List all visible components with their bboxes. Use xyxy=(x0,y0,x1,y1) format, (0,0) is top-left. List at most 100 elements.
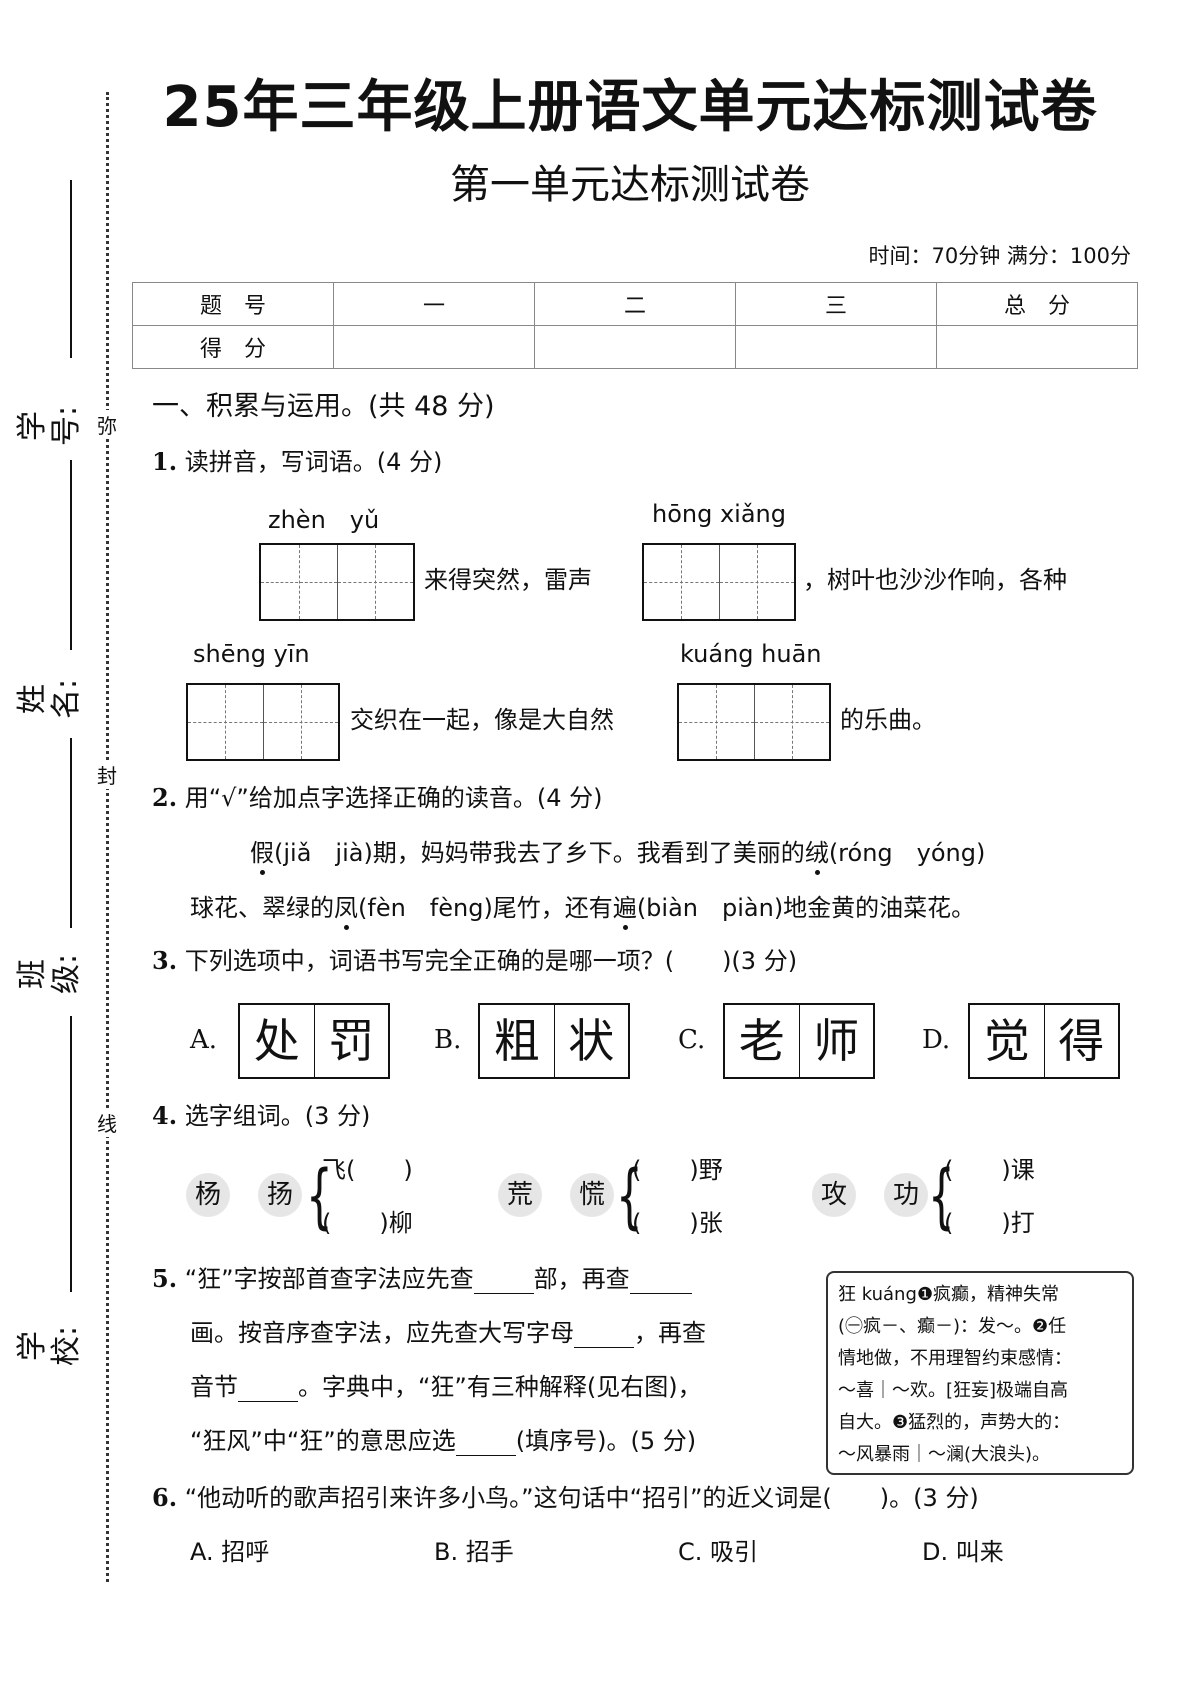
char-circle: 杨 xyxy=(186,1173,230,1217)
option-char: 得 xyxy=(1058,1014,1105,1068)
page-subtitle: 第一单元达标测试卷 xyxy=(450,162,810,208)
writing-grid[interactable] xyxy=(186,683,340,761)
q1-text: 来得突然，雷声 xyxy=(424,566,592,594)
school-line xyxy=(70,1016,72,1292)
dotted-char: 假 xyxy=(250,839,274,875)
answer-blank[interactable] xyxy=(574,1323,634,1348)
pinyin-label: hōng xiǎng xyxy=(652,500,786,528)
question-1-prompt: 1. 读拼音，写词语。(4 分) xyxy=(152,447,442,477)
q6-option-a[interactable]: A. 招呼 xyxy=(190,1538,270,1566)
writing-grid[interactable] xyxy=(677,683,831,761)
option-label: D. xyxy=(922,1025,951,1055)
dict-line: (㊀疯－、癫－)：发～。❷任 xyxy=(838,1316,1067,1337)
word-blank[interactable]: ( )张 xyxy=(632,1209,723,1237)
answer-blank[interactable] xyxy=(238,1377,298,1402)
section-heading: 一、积累与运用。(共 48 分) xyxy=(152,391,495,422)
question-text: 选字组词。(3 分) xyxy=(184,1102,371,1130)
word-blank[interactable]: ( )课 xyxy=(944,1156,1035,1184)
student-id-line xyxy=(70,180,72,358)
option-c-box[interactable]: 老师 xyxy=(723,1003,875,1079)
seal-char-mi: 弥 xyxy=(93,410,121,439)
score-cell[interactable] xyxy=(936,325,1138,369)
q1-text: ，树叶也沙沙作响，各种 xyxy=(803,566,1067,594)
word-blank[interactable]: 飞( ) xyxy=(322,1156,413,1184)
q5-text: “狂风”中“狂”的意思应选 xyxy=(190,1427,456,1455)
q2-text: (róng yóng) xyxy=(828,839,986,867)
char-circle: 扬 xyxy=(258,1173,302,1217)
score-header-cell: 总 分 xyxy=(936,282,1138,326)
question-3-prompt: 3. 下列选项中，词语书写完全正确的是哪一项？( )(3 分) xyxy=(152,946,797,976)
q2-line-1: 假(jiǎ jià)期，妈妈带我去了乡下。我看到了美丽的绒(róng yóng) xyxy=(250,838,986,875)
char-circle: 慌 xyxy=(570,1173,614,1217)
q5-text: 画。按音序查字法，应先查大写字母 xyxy=(190,1319,574,1347)
answer-blank[interactable] xyxy=(455,1431,516,1456)
answer-blank[interactable] xyxy=(629,1269,692,1294)
q5-text: 。字典中，“狂”有三种解释(见右图)， xyxy=(298,1373,702,1401)
option-char: 觉 xyxy=(970,1005,1045,1077)
question-5-line-3: 音节。字典中，“狂”有三种解释(见右图)， xyxy=(190,1372,702,1402)
question-4-prompt: 4. 选字组词。(3 分) xyxy=(152,1101,370,1131)
dict-line: 自大。❸猛烈的，声势大的： xyxy=(838,1412,1071,1433)
option-a-box[interactable]: 处罚 xyxy=(238,1003,390,1079)
name-line xyxy=(70,460,72,650)
score-header-cell: 题 号 xyxy=(132,282,334,326)
option-d-box[interactable]: 觉得 xyxy=(968,1003,1120,1079)
q2-line-2: 球花、翠绿的凤(fèn fèng)尾竹，还有遍(biàn piàn)地金黄的油菜… xyxy=(190,893,976,930)
school-label: 学校: xyxy=(15,1325,84,1366)
question-2-prompt: 2. 用“√”给加点字选择正确的读音。(4 分) xyxy=(152,783,603,813)
option-label: B. xyxy=(434,1025,462,1055)
dictionary-entry-box: 狂 kuáng❶疯癫，精神失常 (㊀疯－、癫－)：发～。❷任 情地做，不用理智约… xyxy=(826,1271,1134,1475)
option-char: 粗 xyxy=(480,1005,555,1077)
option-label: A. xyxy=(190,1025,218,1055)
seal-char-xian: 线 xyxy=(93,1108,121,1137)
option-char: 老 xyxy=(725,1005,800,1077)
q6-option-b[interactable]: B. 招手 xyxy=(434,1538,514,1566)
dict-line: ～风暴雨｜～澜(大浪头)。 xyxy=(838,1444,1051,1465)
score-cell[interactable] xyxy=(333,325,535,369)
time-info: 时间：70分钟 满分：100分 xyxy=(868,244,1131,268)
q6-option-d[interactable]: D. 叫来 xyxy=(922,1538,1004,1566)
score-header-cell: 三 xyxy=(735,282,937,326)
score-row-label: 得 分 xyxy=(132,325,334,369)
q6-option-c[interactable]: C. 吸引 xyxy=(678,1538,759,1566)
score-header-cell: 二 xyxy=(534,282,736,326)
word-blank[interactable]: ( )柳 xyxy=(322,1209,413,1237)
class-label: 班级: xyxy=(15,953,84,994)
q2-text: (biàn piàn)地金黄的油菜花。 xyxy=(636,894,976,922)
score-header-cell: 一 xyxy=(333,282,535,326)
writing-grid[interactable] xyxy=(259,543,415,621)
option-char: 罚 xyxy=(328,1014,375,1068)
q2-text: (jiǎ jià)期，妈妈带我去了乡下。我看到了美丽的 xyxy=(274,839,805,867)
word-blank[interactable]: ( )野 xyxy=(632,1156,723,1184)
score-table: 题 号 一 二 三 总 分 得 分 xyxy=(132,282,1138,369)
brace-symbol: { xyxy=(306,1155,333,1237)
pinyin-label: shēng yīn xyxy=(193,640,310,668)
pinyin-label: zhèn yǔ xyxy=(268,506,380,534)
name-label: 姓名: xyxy=(15,678,84,719)
seal-char-feng: 封 xyxy=(93,760,121,789)
question-5-line-4: “狂风”中“狂”的意思应选(填序号)。(5 分) xyxy=(190,1426,696,1456)
q1-text: 交织在一起，像是大自然 xyxy=(350,706,614,734)
question-text: 用“√”给加点字选择正确的读音。(4 分) xyxy=(184,784,603,812)
dotted-char: 绒 xyxy=(804,839,829,875)
option-b-box[interactable]: 粗状 xyxy=(478,1003,630,1079)
brace-symbol: { xyxy=(616,1155,643,1237)
answer-blank[interactable] xyxy=(473,1269,534,1294)
score-cell[interactable] xyxy=(735,325,937,369)
question-text: 读拼音，写词语。(4 分) xyxy=(184,448,443,476)
char-circle: 攻 xyxy=(812,1173,856,1217)
student-id-label: 学号: xyxy=(15,405,84,446)
dotted-char: 凤 xyxy=(334,894,358,930)
q5-text: ，再查 xyxy=(634,1319,706,1347)
question-number: 6. xyxy=(152,1483,178,1512)
question-number: 2. xyxy=(152,783,178,812)
question-text: “他动听的歌声招引来许多小鸟。”这句话中“招引”的近义词是( )。(3 分) xyxy=(184,1484,979,1512)
q2-text: 球花、翠绿的 xyxy=(190,894,334,922)
dotted-char: 遍 xyxy=(612,894,637,930)
score-cell[interactable] xyxy=(534,325,736,369)
q5-text: 部，再查 xyxy=(533,1265,630,1293)
question-text: 下列选项中，词语书写完全正确的是哪一项？( )(3 分) xyxy=(184,947,798,975)
writing-grid[interactable] xyxy=(642,543,796,621)
q5-text: “狂”字按部首查字法应先查 xyxy=(184,1265,474,1293)
word-blank[interactable]: ( )打 xyxy=(944,1209,1035,1237)
